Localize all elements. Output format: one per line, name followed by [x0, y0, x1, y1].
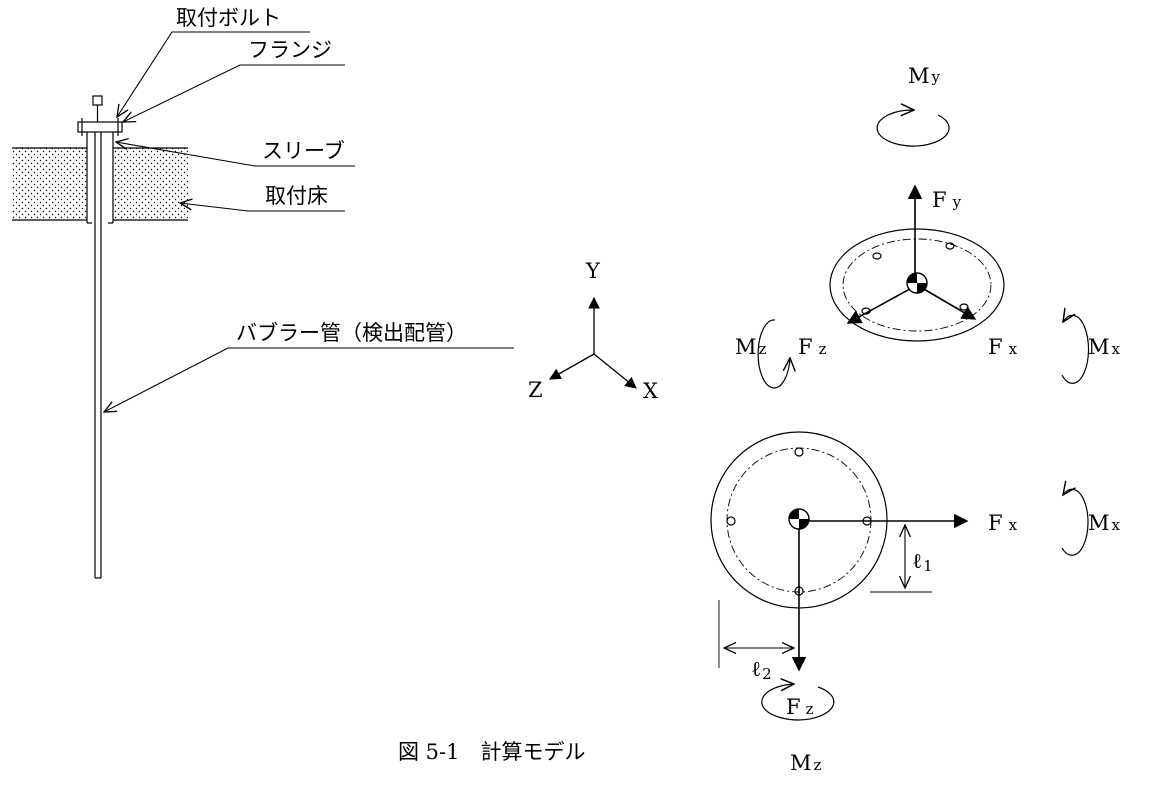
label-sleeve: スリーブ: [262, 139, 345, 163]
axis-label-z: Z: [528, 378, 543, 402]
flange: [77, 121, 123, 133]
label-bolt: 取付ボルト: [176, 6, 281, 30]
plan-l1-label: ℓ1: [912, 549, 933, 575]
iso-my-moment: [876, 110, 950, 147]
figure-caption: 図 5-1 計算モデル: [398, 740, 586, 764]
plan-bolt-hole: [794, 447, 804, 457]
label-flange: フランジ: [248, 38, 332, 62]
pipe-assembly: [12, 95, 188, 579]
iso-mz-moment: [757, 319, 790, 389]
plan-mz-moment: [761, 684, 835, 721]
coordinate-axes: [548, 296, 637, 389]
iso-view: [757, 110, 1090, 389]
iso-bolt-hole: [959, 303, 969, 311]
label-floor: 取付床: [265, 184, 328, 208]
bolt-head: [92, 95, 103, 106]
plan-bolt-hole: [726, 516, 736, 526]
callout-leaders: [104, 31, 514, 412]
plan-l2-label: ℓ2: [751, 657, 772, 683]
iso-bolt-hole: [872, 252, 882, 260]
iso-mx-moment: [1061, 315, 1090, 384]
plan-view: [710, 431, 1089, 721]
floor-left: [12, 148, 87, 220]
axis-label-x: X: [643, 379, 658, 403]
label-pipe: バブラー管（検出配管）: [236, 321, 467, 345]
iso-fx-arrow: [916, 284, 977, 320]
iso-fz-arrow: [846, 284, 918, 324]
iso-flange-bolt-circle: [842, 238, 992, 332]
iso-bolt-hole: [945, 242, 955, 250]
axis-label-y: Y: [585, 259, 601, 283]
iso-flange-outer: [829, 228, 1005, 342]
floor-right: [113, 148, 188, 220]
plan-mx-moment: [1061, 489, 1089, 556]
